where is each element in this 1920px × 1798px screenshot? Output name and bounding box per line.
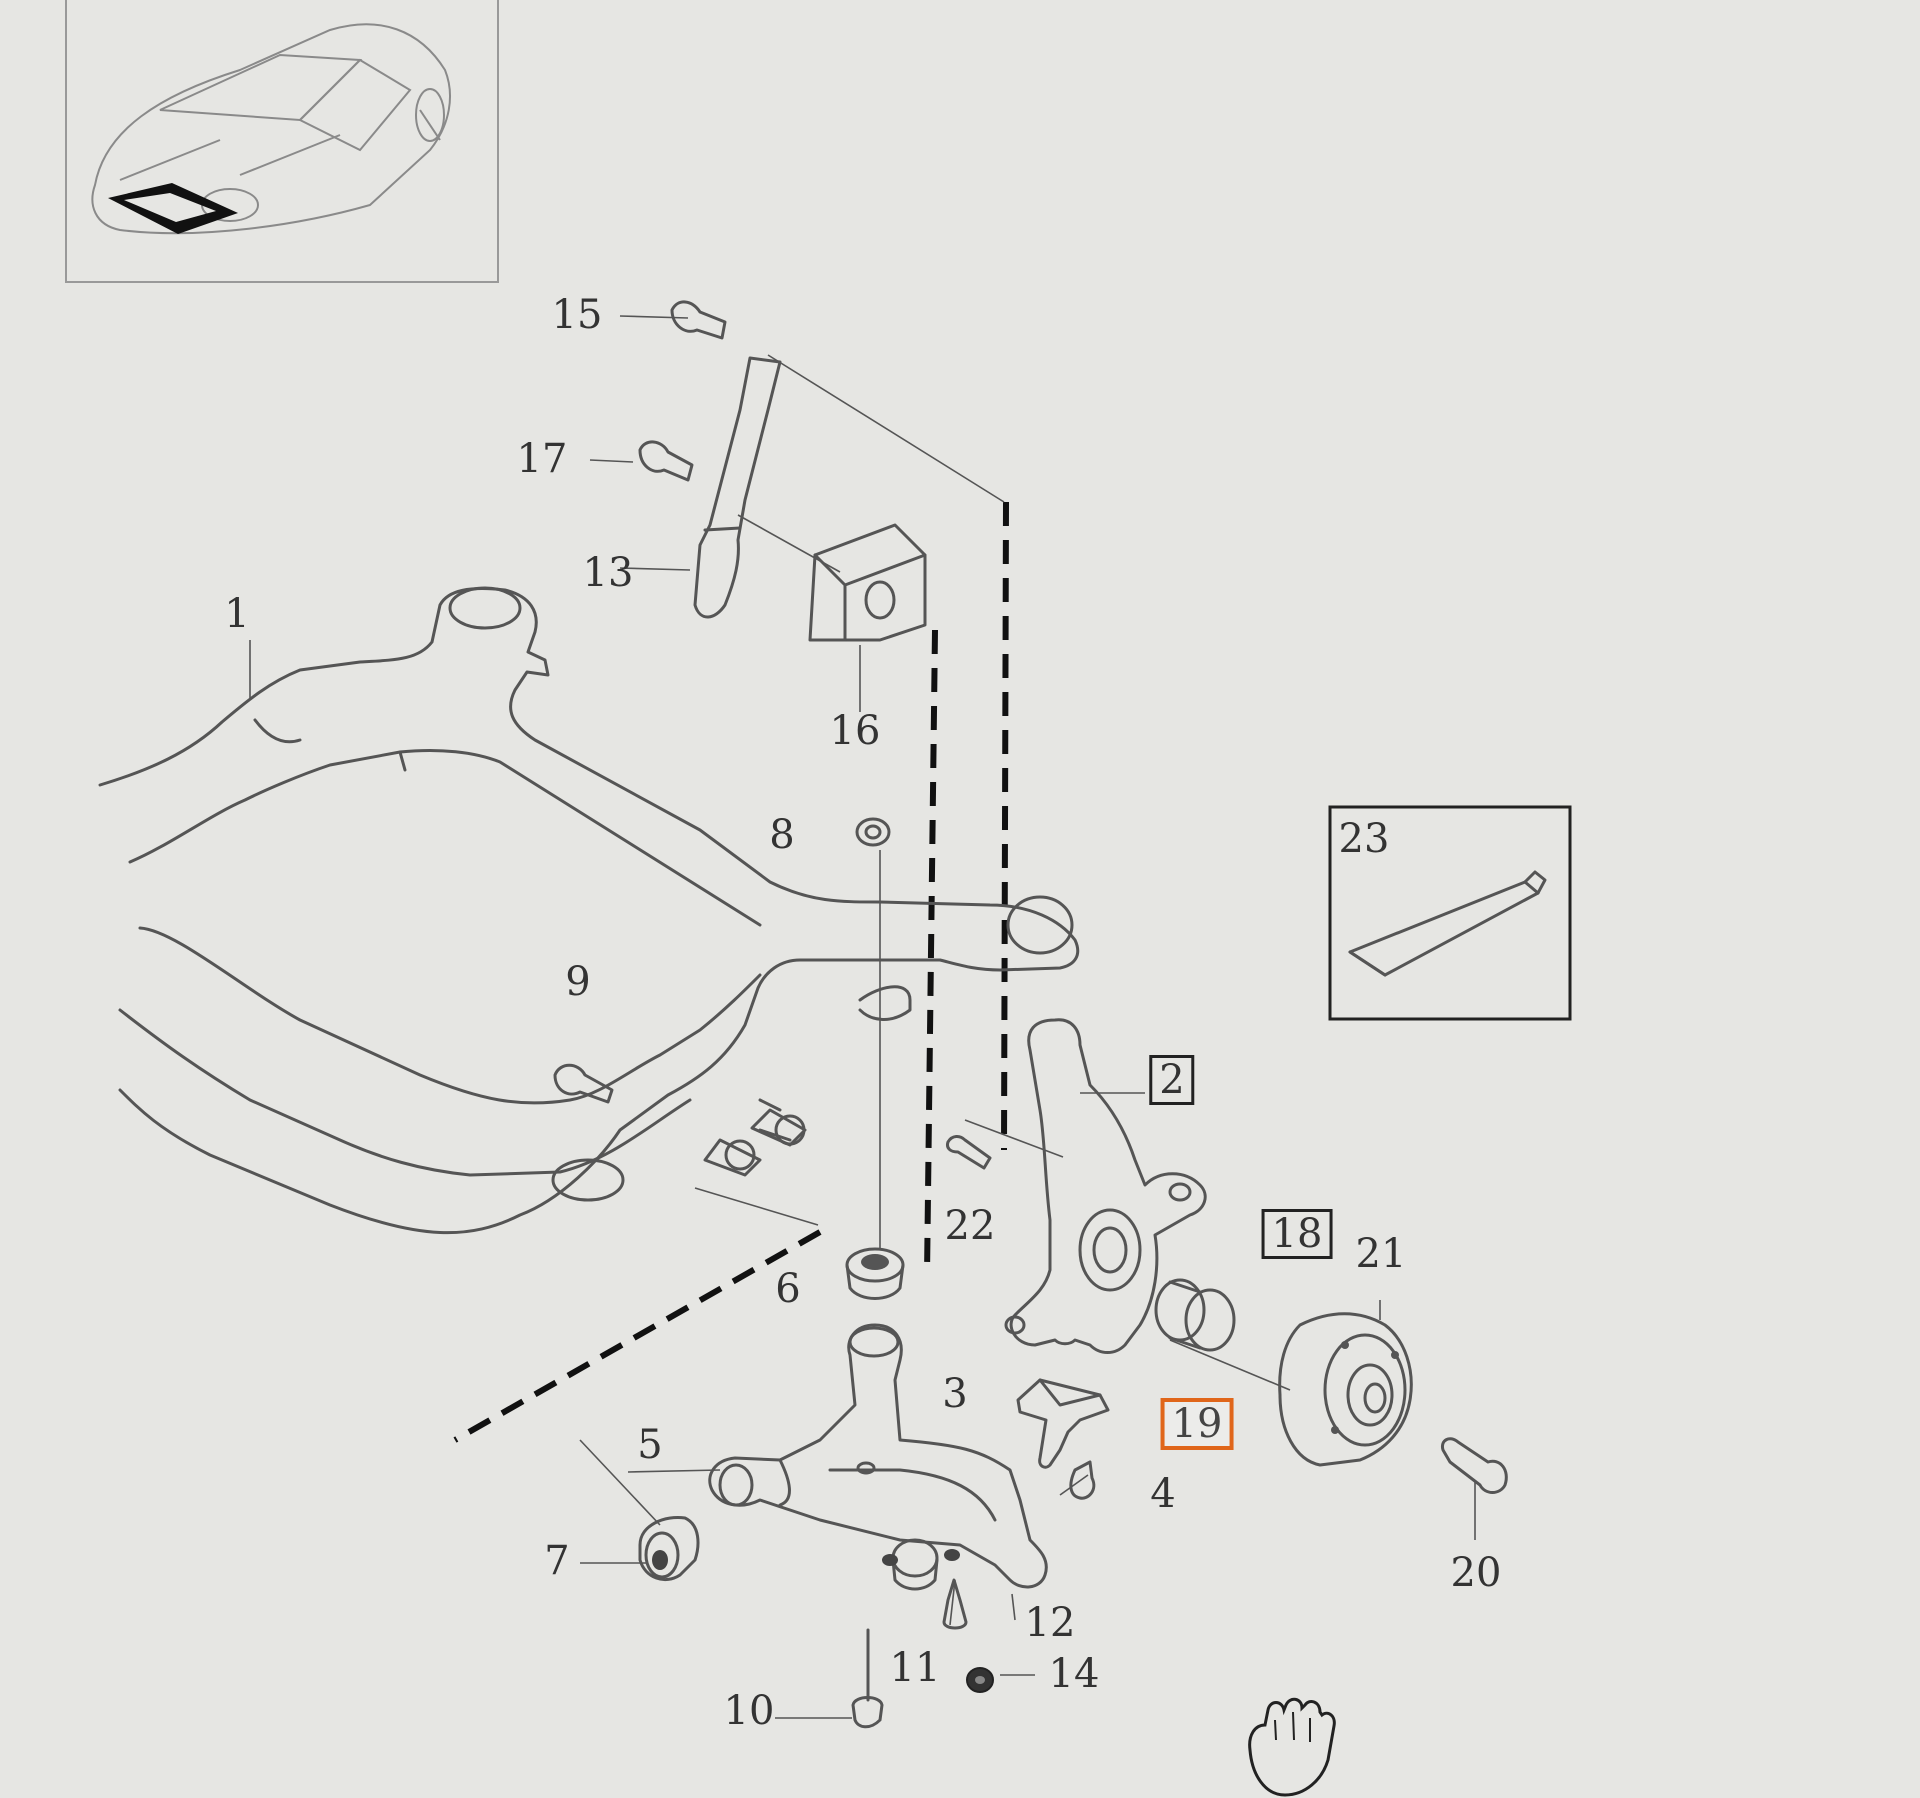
nut-14: [966, 1667, 994, 1693]
ball-joint-3: [1016, 1378, 1110, 1469]
callout-17: 17: [516, 436, 568, 482]
guide-lines: [249, 315, 1476, 1719]
callout-20: 20: [1450, 1550, 1502, 1596]
callout-4: 4: [1150, 1471, 1176, 1517]
bushing-7: [638, 1515, 700, 1581]
bushing-6: [845, 1247, 905, 1300]
callout-3: 3: [942, 1371, 968, 1417]
lower-control-arm: [708, 1323, 1048, 1589]
callout-18: 18: [1261, 1209, 1333, 1259]
callout-10: 10: [723, 1688, 775, 1734]
bolt-15: [670, 300, 727, 340]
highlighted-subframe-icon: [108, 183, 238, 234]
pin-22: [946, 1135, 992, 1170]
wheel-hub-21: [1278, 1312, 1413, 1467]
nut-4: [1069, 1460, 1096, 1500]
callout-21: 21: [1355, 1231, 1407, 1277]
callout-8: 8: [769, 812, 795, 858]
callout-22: 22: [944, 1203, 996, 1249]
stabilizer-link: [693, 356, 782, 619]
steering-knuckle: [1004, 1018, 1207, 1354]
callout-11: 11: [889, 1645, 941, 1691]
bushing-block-16: [808, 523, 927, 642]
callout-23: 23: [1338, 816, 1390, 862]
ring-19: [1154, 1278, 1236, 1352]
callout-1: 1: [224, 591, 250, 637]
hand-cursor-icon: [1248, 1697, 1336, 1797]
washer-8: [855, 817, 891, 847]
callout-2: 2: [1149, 1055, 1195, 1105]
callout-12: 12: [1024, 1600, 1076, 1646]
callout-19: 19: [1160, 1398, 1234, 1450]
subframe: [98, 586, 1080, 1235]
callout-15: 15: [551, 292, 603, 338]
inset-box-23: [1328, 805, 1572, 1021]
dashed-alignment-lines: [453, 501, 1009, 1443]
bolt-9: [553, 1063, 614, 1104]
car-thumbnail-inset: [65, 0, 499, 283]
callout-7: 7: [544, 1538, 570, 1584]
callout-5: 5: [637, 1422, 663, 1468]
bolt-17: [638, 440, 694, 482]
bushing-11: [882, 1538, 960, 1591]
callout-13: 13: [582, 550, 634, 596]
bolt-10: [851, 1628, 884, 1729]
bolt-12: [942, 1578, 968, 1630]
callout-6: 6: [775, 1266, 801, 1312]
callout-9: 9: [565, 959, 591, 1005]
callout-14: 14: [1048, 1651, 1100, 1697]
bolt-20: [1440, 1437, 1508, 1494]
callout-16: 16: [829, 708, 881, 754]
